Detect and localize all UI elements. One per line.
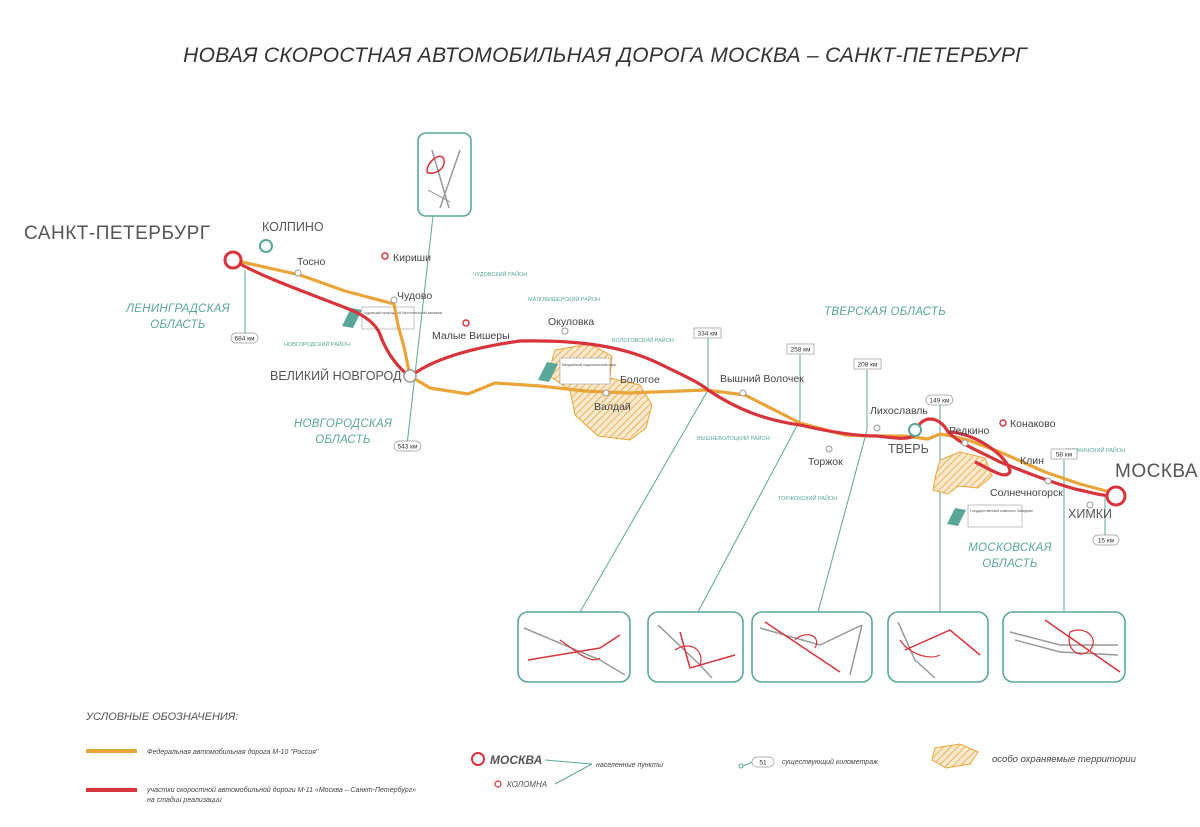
svg-text:Валдайский национальный парк: Валдайский национальный парк [562, 363, 616, 367]
protected-area-zavidovo [932, 451, 993, 495]
city-label-vyshny-volochek: Вышний Волочек [720, 373, 804, 385]
city-label-likhoslavl: Лихославль [870, 405, 928, 417]
legend-title: УСЛОВНЫЕ ОБОЗНАЧЕНИЯ: [85, 711, 238, 723]
inset-interchange-1 [517, 611, 631, 683]
km-marker-58: 58 км [1050, 448, 1078, 460]
district-vyshnevolotsky: ВЫШНЕВОЛОЦКИЙ РАЙОН [697, 434, 770, 442]
region-novgorod-line1: НОВГОРОДСКАЯ [294, 418, 392, 430]
legend-settlement-small: КОЛОМНА [507, 780, 547, 789]
svg-text:Чудовский природный биологичес: Чудовский природный биологический заказн… [364, 311, 443, 315]
region-leningrad-line2: ОБЛАСТЬ [150, 319, 206, 331]
legend-km-text: существующий километраж [782, 758, 879, 766]
svg-text:Государственный комплекс Завид: Государственный комплекс Завидово [970, 509, 1033, 513]
district-chudovsky: ЧУДОВСКИЙ РАЙОН [473, 270, 527, 278]
inset-interchange-3 [751, 611, 873, 683]
city-label-novgorod: ВЕЛИКИЙ НОВГОРОД [270, 368, 402, 383]
svg-text:258 км: 258 км [791, 347, 811, 354]
legend-settlements-text: населенные пункты [596, 762, 664, 769]
svg-text:58 км: 58 км [1056, 452, 1073, 459]
city-label-kirishi: Кириши [393, 252, 431, 264]
svg-text:684 км: 684 км [235, 336, 255, 343]
region-novgorod-line2: ОБЛАСТЬ [315, 434, 371, 446]
svg-text:15 км: 15 км [1098, 538, 1115, 545]
district-torzhoksky: ТОРЖОКСКИЙ РАЙОН [778, 494, 837, 502]
inset-interchange-4 [887, 611, 989, 683]
reserve-zavidovo: Государственный комплекс Завидово [947, 504, 1033, 528]
km-marker-334: 334 км [693, 327, 722, 339]
inset-interchange-2 [647, 611, 744, 683]
svg-text:543 км: 543 км [398, 444, 418, 451]
district-malovishersky: МАЛОВИШЕРСКИЙ РАЙОН [528, 295, 600, 303]
city-markers [223, 239, 1127, 509]
legend-m11-line2: на стадии реализации [147, 796, 222, 804]
legend-protected-text: особо охраняемые территории [992, 754, 1137, 765]
city-label-kolpino: КОЛПИНО [262, 220, 324, 234]
region-leningrad-line1: ЛЕНИНГРАДСКАЯ [125, 303, 230, 315]
district-khimkinsky: ХИМКИНСКИЙ РАЙОН [1066, 446, 1125, 454]
inset-interchange-5 [1002, 611, 1126, 683]
city-label-tosno: Тосно [297, 256, 325, 268]
city-label-torzhok: Торжок [808, 456, 843, 468]
svg-text:334 км: 334 км [698, 331, 718, 338]
city-label-chudovo: Чудово [397, 290, 432, 302]
page-title: НОВАЯ СКОРОСТНАЯ АВТОМОБИЛЬНАЯ ДОРОГА МО… [183, 44, 1028, 67]
city-label-moscow: МОСКВА [1115, 461, 1198, 482]
km-marker-543: 543 км [393, 440, 422, 452]
road-m11-tver-bypass [947, 430, 1012, 477]
legend-m11-line1: участки скоростной автомобильной дороги … [146, 786, 416, 794]
district-novgorodsky: НОВГОРОДСКИЙ РАЙОН [284, 340, 350, 348]
city-label-spb: САНКТ-ПЕТЕРБУРГ [24, 223, 211, 244]
city-label-valday: Валдай [594, 401, 631, 413]
city-label-redkino: Редкино [949, 425, 990, 437]
city-label-tver: ТВЕРЬ [888, 442, 929, 456]
region-moscow-line1: МОСКОВСКАЯ [968, 542, 1051, 554]
city-label-malaya-vishera: Малые Вишеры [432, 330, 510, 342]
district-bologovsky: БОЛОГОВСКИЙ РАЙОН [612, 336, 674, 344]
city-label-khimki: ХИМКИ [1068, 507, 1112, 521]
region-moscow-line2: ОБЛАСТЬ [982, 558, 1038, 570]
legend: УСЛОВНЫЕ ОБОЗНАЧЕНИЯ: Федеральная автомо… [85, 711, 1137, 804]
city-label-okulovka: Окуловка [548, 316, 594, 328]
city-label-bologoe: Бологое [620, 374, 660, 386]
region-tver: ТВЕРСКАЯ ОБЛАСТЬ [824, 306, 946, 318]
inset-interchange-top [417, 132, 472, 217]
road-m11 [232, 258, 1117, 498]
svg-text:149 км: 149 км [930, 398, 950, 405]
km-marker-684: 684 км [230, 332, 259, 344]
km-marker-149: 149 км [925, 394, 954, 406]
km-marker-15: 15 км [1092, 534, 1120, 546]
km-marker-258: 258 км [786, 343, 815, 355]
city-label-klin: Клин [1020, 455, 1044, 467]
legend-m10-text: Федеральная автомобильная дорога М-10 "Р… [147, 748, 319, 756]
city-label-konakovo: Конаково [1010, 418, 1056, 430]
svg-text:208 км: 208 км [858, 362, 878, 369]
reserve-valday: Валдайский национальный парк [538, 357, 616, 385]
city-label-solnechnogorsk: Солнечногорск [990, 487, 1063, 499]
legend-km-sample: 51 [759, 760, 767, 767]
legend-settlement-big: МОСКВА [490, 753, 542, 767]
km-marker-208: 208 км [853, 358, 882, 370]
reserve-chudovsky: Чудовский природный биологический заказн… [342, 306, 443, 330]
